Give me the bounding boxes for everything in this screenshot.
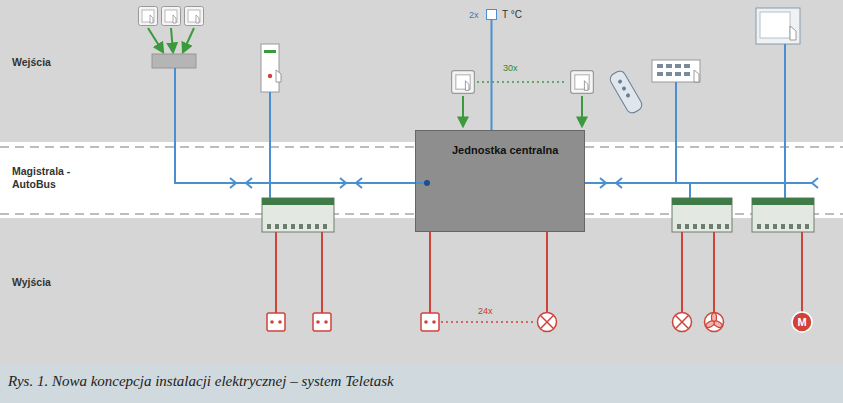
sensor-label: T °C (502, 9, 522, 20)
terminal (773, 224, 777, 229)
terminal (701, 224, 705, 229)
terminal (757, 224, 761, 229)
keypad (652, 60, 700, 82)
terminal (725, 224, 729, 229)
wall-switch (261, 44, 281, 92)
terminal (315, 224, 319, 229)
terminal (709, 224, 713, 229)
terminal (307, 224, 311, 229)
central-unit: Jednostka centralna (415, 130, 585, 232)
terminal (693, 224, 697, 229)
terminal (677, 224, 681, 229)
terminal (781, 224, 785, 229)
motor-letter: M (795, 315, 809, 329)
terminal (717, 224, 721, 229)
count-label: 24x (478, 306, 493, 317)
outputs-band (0, 218, 843, 365)
inputs-band (0, 0, 843, 142)
terminal (765, 224, 769, 229)
terminal (275, 224, 279, 229)
fan-symbol (705, 313, 724, 332)
touch-panel (756, 8, 800, 44)
terminal (267, 224, 271, 229)
terminal (805, 224, 809, 229)
temperature-sensor: T °C (486, 9, 522, 20)
terminal (299, 224, 303, 229)
band-title: Wejścia (12, 56, 51, 69)
bus-dot (424, 180, 430, 186)
figure-caption: Rys. 1. Nowa koncepcja instalacji elektr… (8, 373, 394, 390)
terminal (797, 224, 801, 229)
terminal (283, 224, 287, 229)
remote-control (608, 69, 644, 115)
output-wire (276, 232, 802, 322)
terminal (789, 224, 793, 229)
socket-symbol (267, 313, 439, 331)
terminal (685, 224, 689, 229)
count-label: 2x (469, 10, 479, 21)
terminal (323, 224, 327, 229)
motor-symbol (792, 312, 812, 332)
lamp-symbol (538, 313, 692, 332)
fan-blade (705, 320, 715, 329)
band-title: Magistrala - AutoBus (12, 165, 90, 190)
sensor-box (486, 9, 497, 20)
terminal (291, 224, 295, 229)
bus-wire (491, 20, 493, 130)
caption-band (0, 365, 843, 403)
central-switches (452, 71, 594, 126)
switch-group (139, 7, 204, 69)
band-title: Wyjścia (12, 276, 51, 289)
socket-pins (270, 320, 436, 324)
unit-title: Jednostka centralna (452, 144, 576, 156)
count-label: 30x (503, 63, 518, 74)
